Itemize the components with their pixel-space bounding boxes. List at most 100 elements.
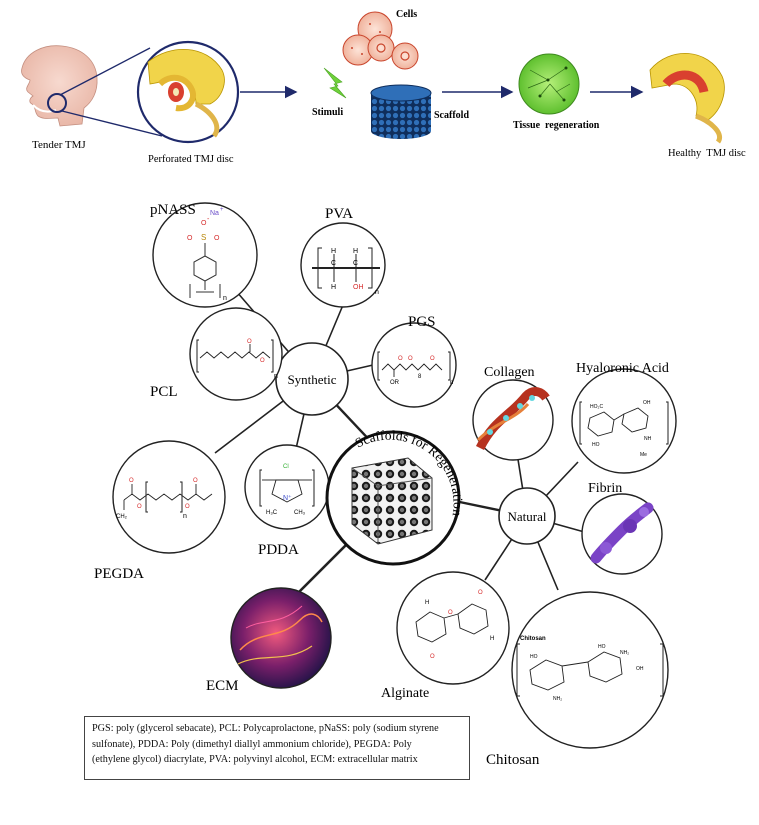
svg-text:C: C: [353, 260, 358, 267]
svg-text:S: S: [201, 233, 206, 242]
svg-text:NH: NH: [644, 436, 652, 442]
legend-line-2: sulfonate), PDDA: Poly (dimethyl diallyl…: [92, 738, 412, 750]
svg-text:Me: Me: [640, 452, 647, 458]
natural-label: Natural: [508, 509, 547, 524]
stimuli-label: Stimuli: [312, 107, 343, 118]
pegda-structure-circle: O O O O CH₂ n: [112, 440, 226, 554]
tmj-highlight-circle: [47, 93, 67, 113]
svg-text:O: O: [193, 478, 198, 484]
svg-text:O: O: [398, 356, 403, 362]
pcl-structure-circle: O O n: [189, 307, 283, 401]
alginate-structure-circle: O O O H H: [396, 571, 510, 685]
svg-text:O: O: [214, 235, 220, 242]
synthetic-label: Synthetic: [287, 372, 336, 387]
pegda-label: PEGDA: [94, 566, 144, 582]
pnass-label: pNASS: [150, 202, 196, 218]
svg-text:OH: OH: [353, 284, 364, 291]
svg-text:OR: OR: [390, 380, 400, 386]
abbreviation-legend: PGS: poly (glycerol sebacate), PCL: Poly…: [84, 716, 470, 780]
svg-text:HO: HO: [598, 644, 606, 650]
svg-text:n: n: [450, 380, 453, 386]
svg-text:n: n: [375, 289, 379, 296]
legend-line-1: PGS: poly (glycerol sebacate), PCL: Poly…: [92, 723, 439, 734]
svg-text:N⁺: N⁺: [283, 494, 292, 502]
svg-text:HO₂C: HO₂C: [590, 404, 603, 410]
stimuli-bolt-icon: [323, 67, 347, 99]
svg-text:CH₂: CH₂: [116, 514, 128, 520]
svg-text:n: n: [223, 295, 227, 302]
svg-text:n: n: [274, 373, 278, 380]
svg-text:HO: HO: [592, 442, 600, 448]
zoom-line-bottom: [61, 110, 163, 137]
scaffold-label: Scaffold: [434, 110, 469, 121]
svg-text:O: O: [478, 590, 483, 596]
cells-label: Cells: [396, 9, 417, 20]
zoom-line-top: [59, 47, 151, 96]
svg-text:Chitosan: Chitosan: [520, 636, 546, 642]
tissue-regeneration-illustration: [518, 53, 580, 115]
svg-text:H: H: [331, 248, 336, 255]
chitosan-structure-circle: Chitosan HO NH₂ HO NH₂ OH: [511, 591, 669, 749]
svg-text:Cl: Cl: [283, 464, 289, 470]
fibrin-label: Fibrin: [588, 481, 622, 496]
svg-text:NH₂: NH₂: [620, 650, 629, 656]
svg-text:C: C: [331, 260, 336, 267]
synthetic-node: Synthetic: [275, 342, 349, 416]
chitosan-label: Chitosan: [486, 752, 540, 768]
perforated-disc-label: Perforated TMJ disc: [148, 154, 234, 165]
pva-structure-circle: H H H OH C C n: [300, 222, 386, 308]
svg-text:O: O: [247, 339, 252, 345]
svg-text:Na: Na: [210, 210, 219, 217]
svg-text:H: H: [425, 600, 429, 606]
svg-text:O: O: [137, 504, 142, 510]
svg-text:OH: OH: [636, 666, 644, 672]
svg-text:O: O: [430, 654, 435, 660]
svg-text:O: O: [201, 220, 207, 227]
central-scaffold-node: [325, 430, 461, 566]
pdda-structure-circle: Cl N⁺ H₃C CH₃: [244, 444, 330, 530]
perforated-disc-illustration: [136, 40, 240, 144]
svg-text:H: H: [490, 636, 494, 642]
svg-text:HO: HO: [530, 654, 538, 660]
collagen-image-circle: [472, 379, 554, 461]
cells-illustration: [342, 11, 419, 70]
svg-text:-: -: [207, 216, 210, 223]
pcl-label: PCL: [150, 384, 178, 400]
tissue-regeneration-label: Tissue regeneration: [513, 120, 600, 131]
healthy-disc-illustration: [649, 52, 725, 144]
svg-text:O: O: [430, 356, 435, 362]
alginate-label: Alginate: [381, 686, 429, 701]
fibrin-image-circle: [581, 493, 663, 575]
svg-text:O: O: [408, 356, 413, 362]
healthy-disc-label: Healthy TMJ disc: [668, 148, 746, 159]
svg-text:O: O: [129, 478, 134, 484]
workflow-panel: Tender TMJ Perforated TMJ disc Cells Sti…: [21, 9, 746, 165]
svg-text:NH₂: NH₂: [553, 696, 562, 702]
hyaluronic-label: Hyaloronic Acid: [576, 361, 669, 376]
natural-node: Natural: [498, 487, 556, 545]
ecm-label: ECM: [206, 678, 239, 694]
pgs-structure-circle: O O O OR 8 n: [371, 322, 457, 408]
head-profile-icon: [21, 45, 98, 127]
pnass-structure-circle: S O O O - Na + n: [152, 202, 258, 308]
svg-text:n: n: [183, 513, 187, 520]
tender-tmj-label: Tender TMJ: [32, 139, 86, 151]
scaffold-cylinder-illustration: [370, 84, 432, 139]
svg-text:H: H: [353, 248, 358, 255]
svg-text:O: O: [260, 358, 265, 364]
svg-text:O: O: [185, 504, 190, 510]
svg-text:8: 8: [418, 374, 422, 380]
svg-text:CH₃: CH₃: [294, 510, 306, 516]
svg-text:H₃C: H₃C: [266, 510, 278, 516]
pva-label: PVA: [325, 206, 353, 222]
pgs-label: PGS: [408, 314, 436, 330]
pdda-label: PDDA: [258, 542, 299, 558]
svg-text:O: O: [187, 235, 193, 242]
svg-text:O: O: [448, 610, 453, 616]
collagen-label: Collagen: [484, 365, 535, 380]
svg-text:OH: OH: [643, 400, 651, 406]
hyaluronic-structure-circle: HO₂C HO OH NH Me: [571, 368, 677, 474]
legend-line-3: (ethylene glycol) diacrylate, PVA: polyv…: [92, 754, 418, 766]
svg-text:H: H: [331, 284, 336, 291]
